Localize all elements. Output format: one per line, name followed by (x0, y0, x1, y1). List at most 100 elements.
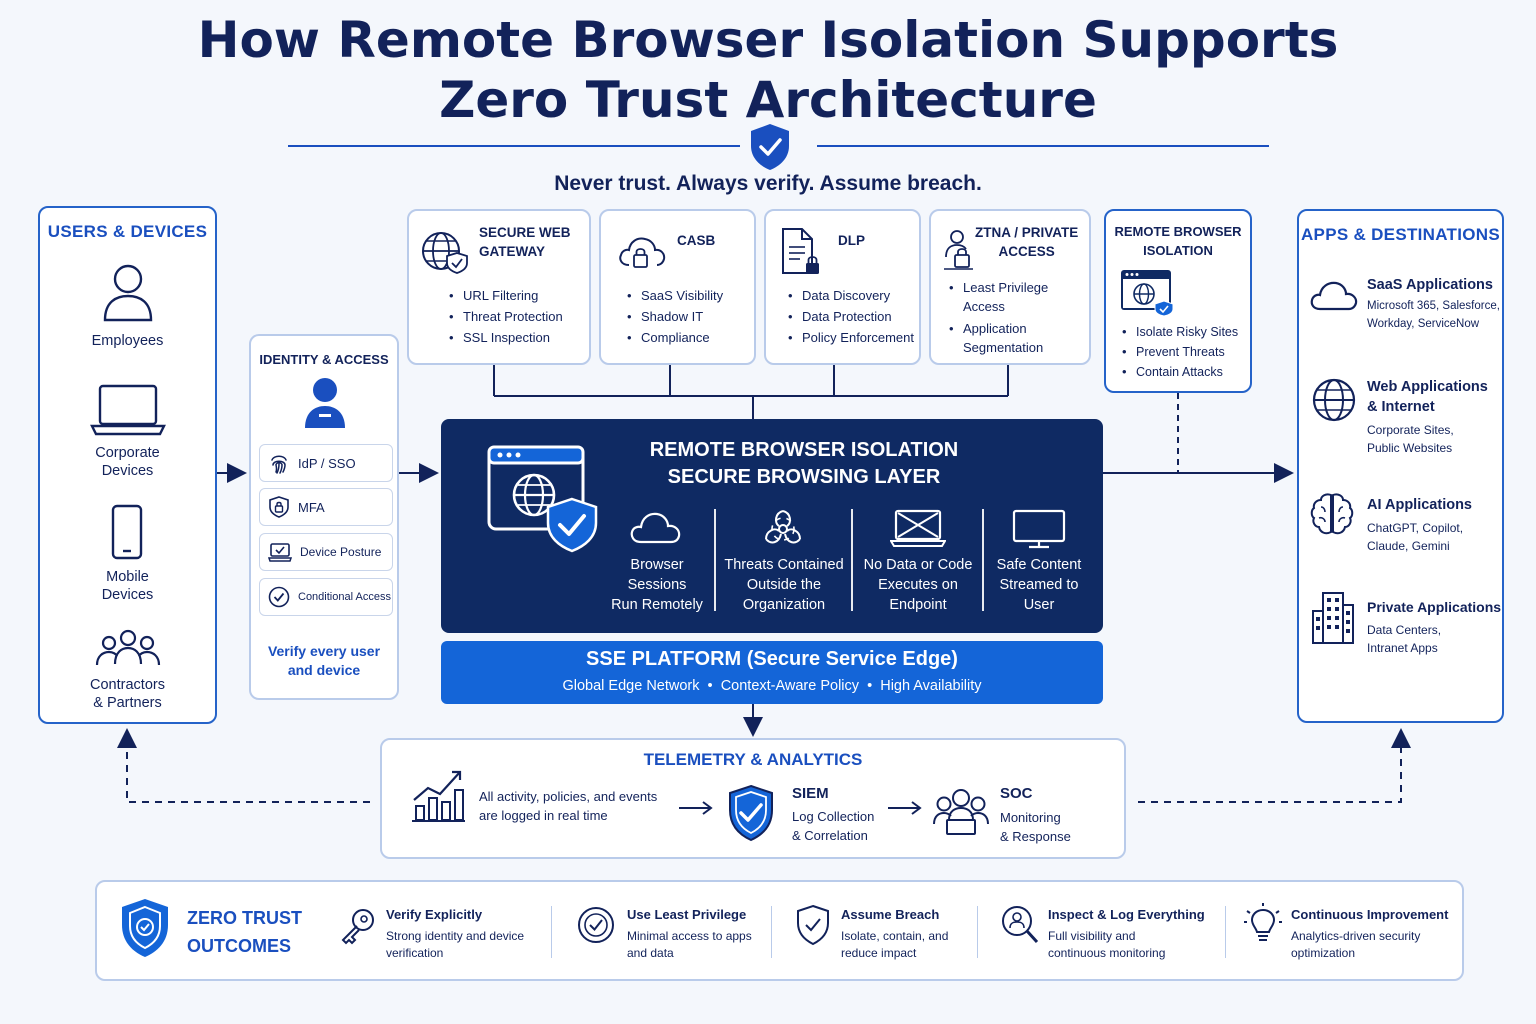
outcome-improvement-title: Continuous Improvement (1291, 907, 1449, 922)
card-dlp[interactable]: DLP Data Discovery Data Protection Polic… (764, 209, 921, 365)
check-badge-icon (578, 907, 614, 943)
cloud-lock-icon (619, 237, 666, 268)
ztna-bullets: Least Privilege Access Application Segme… (947, 278, 1048, 357)
telemetry-activity-text: All activity, policies, and events are l… (479, 789, 658, 823)
rbi-secure-browsing-layer: REMOTE BROWSER ISOLATION SECURE BROWSING… (441, 419, 1103, 633)
mfa-row[interactable]: MFA (259, 488, 393, 526)
device-posture-row[interactable]: Device Posture (259, 533, 393, 571)
dlp-bullet: Policy Enforcement (786, 327, 914, 348)
globe-shield-icon (422, 232, 468, 274)
swg-bullets: URL Filtering Threat Protection SSL Insp… (447, 285, 563, 348)
lightbulb-icon (1244, 903, 1282, 941)
casb-title: CASB (677, 233, 716, 248)
feature-safe-content: Safe Content Streamed to User (996, 557, 1082, 613)
swg-bullet: URL Filtering (447, 285, 563, 306)
card-ztna[interactable]: ZTNA / PRIVATE ACCESS Least Privilege Ac… (929, 209, 1091, 365)
shield-check-icon (751, 124, 789, 170)
identity-footer: Verify every user and device (267, 643, 381, 678)
page-title-line1: How Remote Browser Isolation Supports (197, 11, 1339, 69)
tagline: Never trust. Always verify. Assume breac… (554, 172, 982, 195)
dlp-bullet: Data Protection (786, 306, 914, 327)
sse-subtitle: Global Edge Network • Context-Aware Poli… (562, 678, 982, 694)
outcome-divider (771, 906, 772, 958)
casb-bullet: Shadow IT (625, 306, 723, 327)
siem-subtitle: Log Collection & Correlation (792, 809, 875, 843)
swg-title: SECURE WEB GATEWAY (479, 225, 571, 259)
idp-sso-row[interactable]: IdP / SSO (259, 444, 393, 482)
device-posture-label: Device Posture (300, 545, 382, 559)
identity-access-title: IDENTITY & ACCESS (259, 352, 389, 367)
feature-divider (714, 509, 716, 611)
outcome-inspect-sub: Full visibility and continuous monitorin… (1048, 929, 1166, 960)
dlp-bullet: Data Discovery (786, 285, 914, 306)
private-apps-title: Private Applications (1367, 599, 1502, 615)
rbi-card-bullet: Contain Attacks (1120, 362, 1238, 382)
conditional-access-row[interactable]: Conditional Access (259, 578, 393, 616)
feature-divider (982, 509, 984, 611)
laptop-icon (90, 384, 166, 436)
conditional-access-label: Conditional Access (298, 591, 391, 603)
globe-icon (1312, 378, 1356, 422)
rbi-card-bullets: Isolate Risky Sites Prevent Threats Cont… (1120, 322, 1238, 382)
ztna-bullet: Application Segmentation (947, 319, 1048, 357)
outcome-assume-breach-sub: Isolate, contain, and reduce impact (841, 929, 949, 960)
page-title-line2: Zero Trust Architecture (439, 71, 1097, 129)
identity-access-panel: IDENTITY & ACCESS IdP / SSO MFA Device P… (249, 334, 399, 700)
siem-title: SIEM (792, 785, 829, 802)
soc-team-icon (933, 789, 989, 835)
laptop-check-icon (268, 543, 292, 562)
contractors-label: Contractors & Partners (90, 677, 165, 711)
ztna-bullet: Least Privilege Access (947, 278, 1048, 316)
mfa-label: MFA (298, 499, 325, 515)
card-casb[interactable]: CASB SaaS Visibility Shadow IT Complianc… (599, 209, 756, 365)
employees-label: Employees (91, 333, 164, 349)
idp-sso-label: IdP / SSO (298, 455, 356, 471)
siem-shield-icon (729, 784, 773, 842)
secure-browser-icon (487, 445, 598, 553)
private-apps-sub: Data Centers, Intranet Apps (1367, 623, 1442, 655)
zero-trust-shield-icon (122, 899, 168, 957)
key-search-icon (341, 909, 374, 945)
sse-title: SSE PLATFORM (Secure Service Edge) (586, 648, 958, 670)
outcome-divider (551, 906, 552, 958)
users-devices-title: USERS & DEVICES (47, 222, 208, 241)
title-divider (288, 124, 1269, 170)
user-badge-icon (305, 378, 345, 428)
dlp-bullets: Data Discovery Data Protection Policy En… (786, 285, 914, 348)
rbi-card-bullet: Prevent Threats (1120, 342, 1238, 362)
card-secure-web-gateway[interactable]: SECURE WEB GATEWAY URL Filtering Threat … (407, 209, 591, 365)
phone-icon (111, 504, 143, 560)
swg-bullet: Threat Protection (447, 306, 563, 327)
group-icon (95, 629, 161, 666)
arrow-right-icon (888, 801, 922, 815)
outcome-divider (977, 906, 978, 958)
user-lock-icon (944, 230, 973, 270)
growth-chart-icon (412, 770, 465, 822)
saas-sub: Microsoft 365, Salesforce, Workday, Serv… (1367, 300, 1500, 330)
casb-bullets: SaaS Visibility Shadow IT Compliance (625, 285, 723, 348)
telemetry-analytics-panel: TELEMETRY & ANALYTICS All activity, poli… (380, 738, 1126, 859)
casb-bullet: Compliance (625, 327, 723, 348)
rbi-card-title: REMOTE BROWSER ISOLATION (1114, 224, 1242, 258)
mobile-devices-label: Mobile Devices (101, 569, 154, 603)
brain-icon (1310, 493, 1354, 535)
saas-title: SaaS Applications (1367, 277, 1493, 293)
casb-bullet: SaaS Visibility (625, 285, 723, 306)
feature-no-data-executes: No Data or Code Executes on Endpoint (863, 557, 973, 613)
soc-subtitle: Monitoring & Response (1000, 810, 1071, 844)
feature-threats-contained: Threats Contained Outside the Organizati… (724, 557, 844, 613)
swg-bullet: SSL Inspection (447, 327, 563, 348)
shield-lock-icon (269, 496, 289, 518)
card-remote-browser-isolation[interactable]: REMOTE BROWSER ISOLATION Isolate Risky S… (1104, 209, 1252, 393)
cloud-icon (630, 512, 681, 544)
arrow-right-icon (679, 801, 713, 815)
outcome-verify-sub: Strong identity and device verification (386, 929, 525, 960)
web-apps-sub: Corporate Sites, Public Websites (1367, 423, 1454, 455)
outcomes-title: ZERO TRUST OUTCOMES (187, 908, 302, 956)
ai-apps-title: AI Applications (1367, 497, 1472, 513)
outcome-verify-title: Verify Explicitly (386, 907, 483, 922)
corporate-devices-label: Corporate Devices (95, 445, 160, 479)
rbi-title-line1: REMOTE BROWSER ISOLATION (649, 439, 959, 461)
feature-browser-sessions: Browser Sessions Run Remotely (611, 557, 703, 613)
rbi-card-bullet: Isolate Risky Sites (1120, 322, 1238, 342)
